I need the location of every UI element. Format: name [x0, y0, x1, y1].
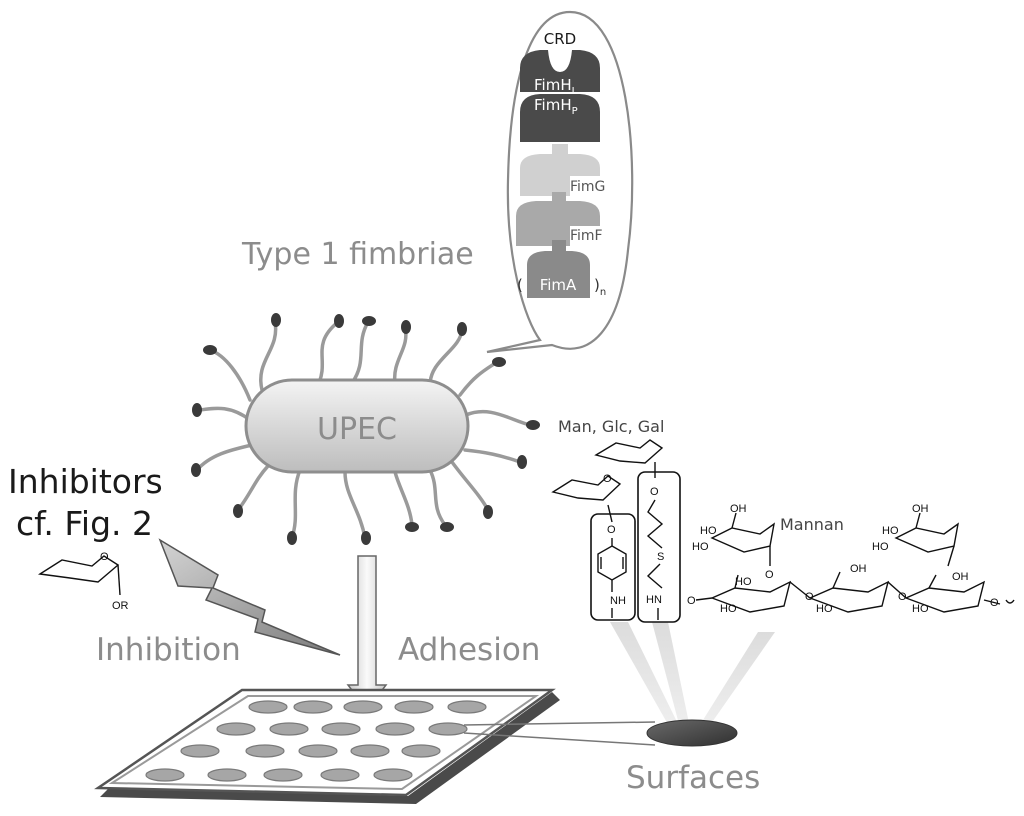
adhesion-arrow [346, 555, 388, 712]
inhibitor-sugar-structure: O OR [38, 551, 129, 612]
surface-blob [646, 719, 738, 747]
svg-text:OH: OH [730, 503, 747, 515]
fima-close-paren: ) [594, 276, 600, 294]
svg-text:O: O [898, 591, 907, 603]
plate-wells [145, 700, 487, 782]
mannan-structure: OH HO HO O OH HO HO O HO HO O OH HO O OH… [687, 503, 1015, 615]
svg-text:HO: HO [882, 525, 899, 537]
svg-text:FimHL: FimHL [534, 76, 578, 97]
svg-text:HO: HO [912, 603, 929, 615]
thioether-sulfur: S [657, 551, 664, 563]
svg-text:O: O [603, 473, 612, 485]
inhibitor-ring-oxygen: O [100, 551, 109, 563]
fimh-p-subscript: P [572, 106, 578, 117]
fimf-label: FimF [570, 228, 603, 244]
fima-subscript: n [600, 287, 606, 298]
alkyl-amine: HN [646, 594, 662, 606]
fimh-l-subscript: L [572, 86, 578, 97]
fimh-lectin-domain [520, 50, 600, 92]
svg-text:OH: OH [952, 571, 969, 583]
fima-subunit [527, 240, 590, 298]
svg-text:HO: HO [700, 525, 717, 537]
surfaces-label: Surfaces [626, 760, 760, 796]
upec-label: UPEC [317, 412, 397, 447]
svg-text:OH: OH [912, 503, 929, 515]
surface-connector-lines [463, 721, 656, 746]
svg-text:HO: HO [692, 541, 709, 553]
svg-text:O: O [990, 597, 999, 609]
fimh-pilin-domain [520, 94, 600, 142]
inhibitors-ref-label: cf. Fig. 2 [16, 504, 153, 543]
fimh-p-label: FimH [534, 96, 572, 114]
surface-beams [610, 622, 775, 728]
fima-open-paren: ( [517, 276, 523, 294]
inhibition-bolt [158, 538, 341, 656]
inhibitors-label: Inhibitors [8, 462, 163, 501]
adhesion-label: Adhesion [398, 632, 540, 668]
fimbria-subunit-stack: CRD FimHL FimHP FimG FimF ( FimA )n [516, 30, 606, 298]
svg-text:OH: OH [850, 563, 867, 575]
svg-text:HO: HO [816, 603, 833, 615]
inhibitor-or-label: OR [112, 600, 129, 612]
fimf-subunit [516, 192, 600, 246]
glycoside-structures: O O NH O S HN [551, 439, 681, 623]
sugars-label: Man, Glc, Gal [558, 417, 664, 436]
fimg-subunit [520, 144, 600, 196]
fimh-l-label: FimH [534, 76, 572, 94]
svg-text:HO: HO [720, 603, 737, 615]
alkyl-oxygen: O [650, 486, 659, 498]
upec-cell [244, 378, 470, 474]
svg-text:O: O [805, 591, 814, 603]
aryl-amine: NH [610, 595, 626, 607]
mannan-label: Mannan [780, 515, 844, 534]
svg-text:HO: HO [872, 541, 889, 553]
svg-text:O: O [687, 595, 696, 607]
fimg-label: FimG [570, 179, 605, 195]
inhibition-label: Inhibition [96, 632, 241, 668]
svg-text:O: O [765, 569, 774, 581]
svg-text:)n: )n [594, 276, 606, 298]
fima-label: FimA [540, 276, 577, 294]
fimbriae-group [191, 313, 540, 545]
microarray-plate [94, 688, 560, 804]
type1-fimbriae-label: Type 1 fimbriae [241, 237, 474, 272]
svg-text:HO: HO [735, 576, 752, 588]
svg-text:FimHP: FimHP [534, 96, 578, 117]
crd-label: CRD [544, 30, 576, 48]
aryl-oxygen: O [607, 524, 616, 536]
